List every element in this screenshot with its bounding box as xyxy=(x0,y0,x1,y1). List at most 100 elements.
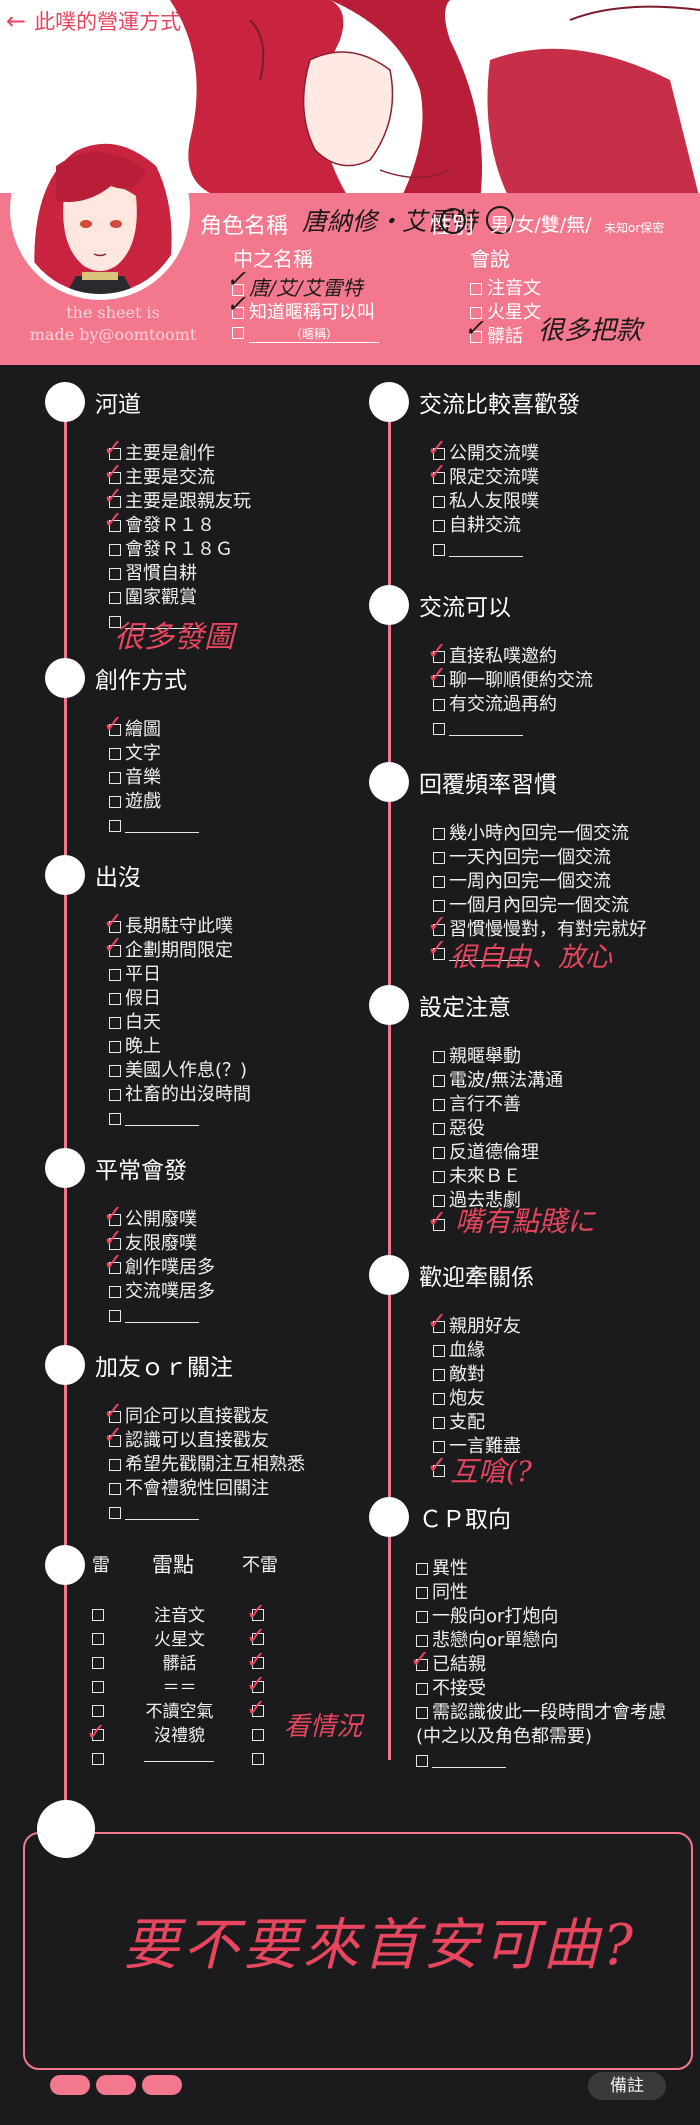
option-relation-1[interactable]: 血緣 xyxy=(433,1339,521,1363)
page-dot[interactable] xyxy=(50,2075,90,2095)
checkbox[interactable] xyxy=(433,1369,445,1381)
landmine-right-checkbox[interactable] xyxy=(252,1633,264,1645)
checkbox[interactable] xyxy=(109,1411,121,1423)
remark-box[interactable] xyxy=(23,1832,693,2070)
option-reply-3[interactable]: 一個月內回完一個交流 xyxy=(433,894,647,918)
option-reply-2[interactable]: 一周內回完一個交流 xyxy=(433,870,647,894)
option-usual-1[interactable]: 友限廢噗✓ xyxy=(103,1224,197,1254)
option-reply-0[interactable]: 幾小時內回完一個交流 xyxy=(433,822,647,846)
option-exchange-pref-other[interactable] xyxy=(433,538,539,562)
landmine-left-checkbox[interactable] xyxy=(92,1657,104,1669)
page-dot[interactable] xyxy=(96,2075,136,2095)
landmine-right-checkbox[interactable] xyxy=(252,1609,264,1621)
landmine-right-checkbox[interactable] xyxy=(252,1753,264,1765)
checkbox[interactable] xyxy=(433,1321,445,1333)
checkbox[interactable] xyxy=(433,828,445,840)
checkbox[interactable] xyxy=(433,1417,445,1429)
option-creation-1[interactable]: 文字 xyxy=(109,742,199,766)
option-presence-other[interactable] xyxy=(109,1107,251,1131)
checkbox[interactable] xyxy=(109,921,121,933)
option-cp-1[interactable]: 同性 xyxy=(416,1581,666,1605)
option-relation-3[interactable]: 炮友 xyxy=(433,1387,521,1411)
option-creation-3[interactable]: 遊戲 xyxy=(109,790,199,814)
alias-option-3[interactable]: （暱稱） xyxy=(232,322,379,343)
option-presence-0[interactable]: 長期駐守此噗✓ xyxy=(103,907,233,937)
checkbox[interactable] xyxy=(109,520,121,532)
option-cp-5[interactable]: 不接受 xyxy=(416,1677,666,1701)
blank-line[interactable] xyxy=(449,949,523,961)
blank-line[interactable] xyxy=(432,1756,506,1768)
option-setting-1[interactable]: 電波/無法溝通 xyxy=(433,1069,563,1093)
speech-option-2[interactable]: 火星文 xyxy=(470,298,541,324)
checkbox[interactable] xyxy=(433,723,445,735)
checkbox[interactable] xyxy=(109,616,121,628)
option-exchange-pref-2[interactable]: 私人友限噗 xyxy=(433,490,539,514)
checkbox[interactable] xyxy=(416,1635,428,1647)
checkbox[interactable] xyxy=(109,568,121,580)
checkbox[interactable] xyxy=(109,1089,121,1101)
option-setting-0[interactable]: 親暱舉動 xyxy=(433,1045,563,1069)
remark-button[interactable]: 備註 xyxy=(588,2072,666,2100)
landmine-left-checkbox[interactable] xyxy=(92,1609,104,1621)
blank-line[interactable] xyxy=(449,545,523,557)
checkbox[interactable] xyxy=(433,675,445,687)
option-hedao-0[interactable]: 主要是創作✓ xyxy=(103,434,215,464)
option-presence-1[interactable]: 企劃期間限定✓ xyxy=(103,931,233,961)
checkbox[interactable] xyxy=(416,1611,428,1623)
checkbox[interactable] xyxy=(109,448,121,460)
option-exchange-pref-3[interactable]: 自耕交流 xyxy=(433,514,539,538)
option-setting-6[interactable]: 過去悲劇 xyxy=(433,1189,563,1213)
checkbox[interactable] xyxy=(433,900,445,912)
option-setting-2[interactable]: 言行不善 xyxy=(433,1093,563,1117)
option-usual-2[interactable]: 創作噗居多✓ xyxy=(103,1248,215,1278)
landmine-left-checkbox[interactable] xyxy=(92,1729,104,1741)
blank-line[interactable] xyxy=(144,1748,214,1762)
checkbox[interactable] xyxy=(109,772,121,784)
gender-options[interactable]: 男/女/雙/無/ xyxy=(490,214,592,236)
option-friend-3[interactable]: 不會禮貌性回關注 xyxy=(109,1477,305,1501)
back-arrow-icon[interactable]: ← xyxy=(6,7,27,35)
checkbox[interactable] xyxy=(416,1755,428,1767)
checkbox[interactable] xyxy=(433,448,445,460)
landmine-right-checkbox[interactable] xyxy=(252,1705,264,1717)
option-hedao-other[interactable] xyxy=(109,610,251,634)
page-dot[interactable] xyxy=(142,2075,182,2095)
checkbox[interactable] xyxy=(232,307,244,319)
option-friend-0[interactable]: 同企可以直接戳友✓ xyxy=(103,1397,269,1427)
option-presence-7[interactable]: 社畜的出沒時間 xyxy=(109,1083,251,1107)
option-cp-0[interactable]: 異性 xyxy=(416,1557,666,1581)
checkbox[interactable] xyxy=(109,1310,121,1322)
option-presence-3[interactable]: 假日 xyxy=(109,987,251,1011)
option-presence-2[interactable]: 平日 xyxy=(109,963,251,987)
checkbox[interactable] xyxy=(433,472,445,484)
checkbox[interactable] xyxy=(416,1659,428,1671)
checkbox[interactable] xyxy=(416,1587,428,1599)
option-hedao-4[interactable]: 會發Ｒ１８Ｇ xyxy=(109,538,251,562)
speech-option-1[interactable]: 注音文 xyxy=(470,274,541,300)
checkbox[interactable] xyxy=(433,924,445,936)
checkbox[interactable] xyxy=(232,327,244,339)
checkbox[interactable] xyxy=(433,520,445,532)
checkbox[interactable] xyxy=(109,592,121,604)
checkbox[interactable] xyxy=(109,724,121,736)
checkbox[interactable] xyxy=(433,1123,445,1135)
checkbox[interactable] xyxy=(109,1262,121,1274)
checkbox[interactable] xyxy=(433,496,445,508)
checkbox[interactable] xyxy=(109,1238,121,1250)
checkbox[interactable] xyxy=(232,284,244,296)
option-exchange-ok-0[interactable]: 直接私噗邀約✓ xyxy=(427,637,557,667)
alias-option-1[interactable]: 唐/艾/艾雷特 xyxy=(232,272,362,301)
checkbox[interactable] xyxy=(433,1465,445,1477)
blank-line[interactable] xyxy=(125,821,199,833)
checkbox[interactable] xyxy=(433,651,445,663)
option-hedao-1[interactable]: 主要是交流✓ xyxy=(103,458,215,488)
option-exchange-ok-2[interactable]: 有交流過再約 xyxy=(433,693,593,717)
option-creation-2[interactable]: 音樂 xyxy=(109,766,199,790)
checkbox[interactable] xyxy=(470,283,482,295)
checkbox[interactable] xyxy=(433,852,445,864)
option-cp-3[interactable]: 悲戀向or單戀向 xyxy=(416,1629,666,1653)
checkbox[interactable] xyxy=(433,1219,445,1231)
checkbox[interactable] xyxy=(433,699,445,711)
option-setting-3[interactable]: 惡役 xyxy=(433,1117,563,1141)
option-friend-1[interactable]: 認識可以直接戳友✓ xyxy=(103,1421,269,1451)
